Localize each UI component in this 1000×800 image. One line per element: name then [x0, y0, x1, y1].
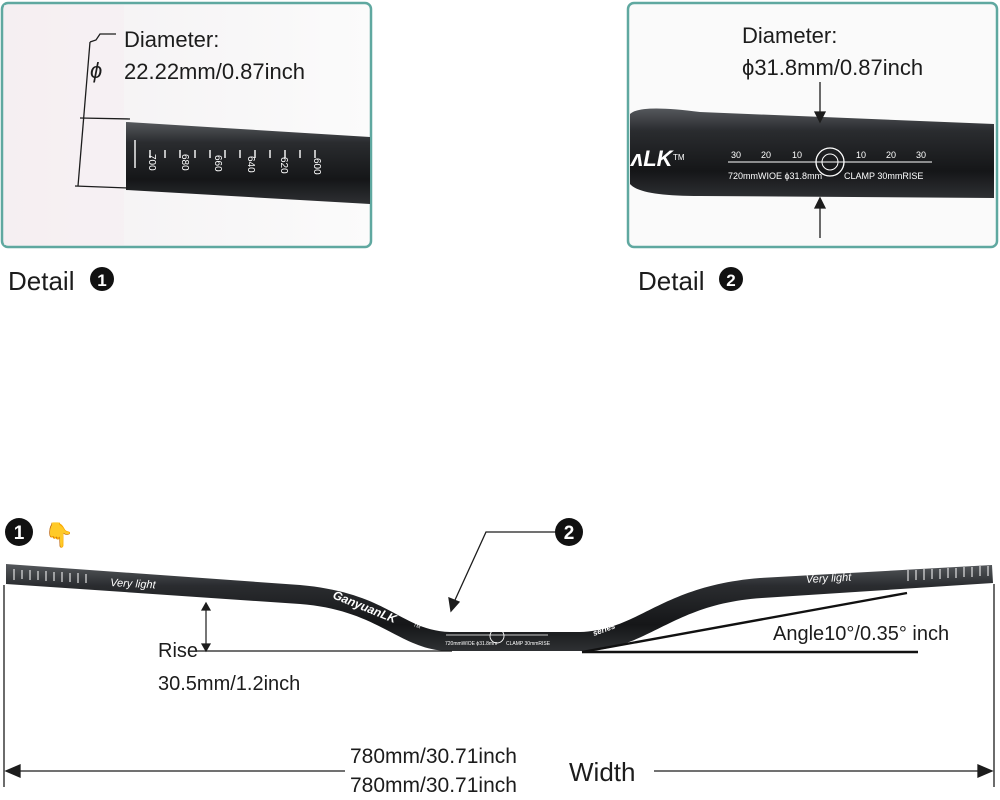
scale-label: 30 [731, 150, 741, 160]
scale-label: 20 [886, 150, 896, 160]
tick-label: 640 [245, 156, 256, 173]
tick-label: 620 [278, 157, 289, 174]
tick-label: 680 [179, 154, 190, 171]
bar-end-image [126, 122, 370, 204]
diameter-dimension-line [74, 33, 131, 189]
very-light-left: Very light [110, 577, 157, 591]
callout-2-badge: 2 [555, 518, 583, 546]
center-spec-left: 720mmWIOE ϕ31.8mm [445, 641, 497, 647]
right-grip-ticks [907, 566, 989, 581]
diameter-arrows [813, 82, 827, 238]
angle-label: Angle10°/0.35° inch [773, 623, 949, 645]
diameter-value: 22.22mm/0.87inch [124, 59, 305, 84]
callout-1-badge: 1 [5, 518, 33, 546]
diameter-symbol: ϕ [90, 58, 102, 83]
very-light-right: Very light [806, 572, 853, 586]
diameter-label: Diameter: [742, 23, 837, 48]
rise-label: Rise [158, 640, 198, 662]
bar-end-ticks [134, 140, 316, 168]
width-label: Width [569, 757, 635, 787]
svg-text:2: 2 [726, 271, 735, 290]
detail-2-panel: ᴧLK TM 30 20 10 10 20 30 720mmWIOE ϕ31.8… [626, 1, 999, 249]
handlebar-body [6, 564, 993, 651]
detail-1-badge: 1 [90, 267, 114, 291]
center-clamp-mark [815, 147, 845, 177]
svg-text:2: 2 [564, 523, 575, 544]
width-value-1: 780mm/30.71inch [350, 745, 517, 768]
svg-text:1: 1 [97, 271, 106, 290]
tick-label: 700 [146, 154, 157, 171]
angle-indicator [581, 591, 918, 654]
scale-label: 20 [761, 150, 771, 160]
width-value-2: 780mm/30.71inch [350, 774, 517, 797]
scale-label: 30 [916, 150, 926, 160]
detail-2-badge: 2 [719, 267, 743, 291]
callout-2-leader [448, 531, 556, 613]
diameter-value: ϕ31.8mm/0.87inch [742, 55, 923, 80]
detail-2-caption: Detail [638, 266, 704, 296]
width-dimension [3, 584, 995, 787]
spec-left: 720mmWIOE ϕ31.8mm [728, 171, 822, 181]
tick-label: 600 [311, 158, 322, 175]
rise-value: 30.5mm/1.2inch [158, 673, 300, 695]
rise-dimension [196, 601, 452, 653]
center-spec-right: CLAMP 30mmRISE [506, 641, 551, 647]
center-clamp-mark [489, 628, 505, 644]
tick-label: 660 [212, 155, 223, 172]
detail-1-caption: Detail [8, 266, 74, 296]
trademark: TM [673, 153, 685, 162]
scale-label: 10 [792, 150, 802, 160]
pointing-hand-icon: 👇 [44, 522, 74, 549]
left-grip-ticks [13, 569, 87, 583]
diameter-label: Diameter: [124, 27, 219, 52]
brand-logo-fragment: ᴧLK [629, 146, 675, 171]
spec-right: CLAMP 30mmRISE [844, 171, 923, 181]
brand-trademark: TM [412, 622, 421, 630]
bar-center-image [630, 108, 994, 198]
scale-label: 10 [856, 150, 866, 160]
detail-1-panel: 700 680 660 640 620 600 ϕ Diameter: 22.2… [0, 1, 373, 249]
svg-text:1: 1 [14, 523, 25, 544]
center-clamp-inner [821, 153, 839, 171]
